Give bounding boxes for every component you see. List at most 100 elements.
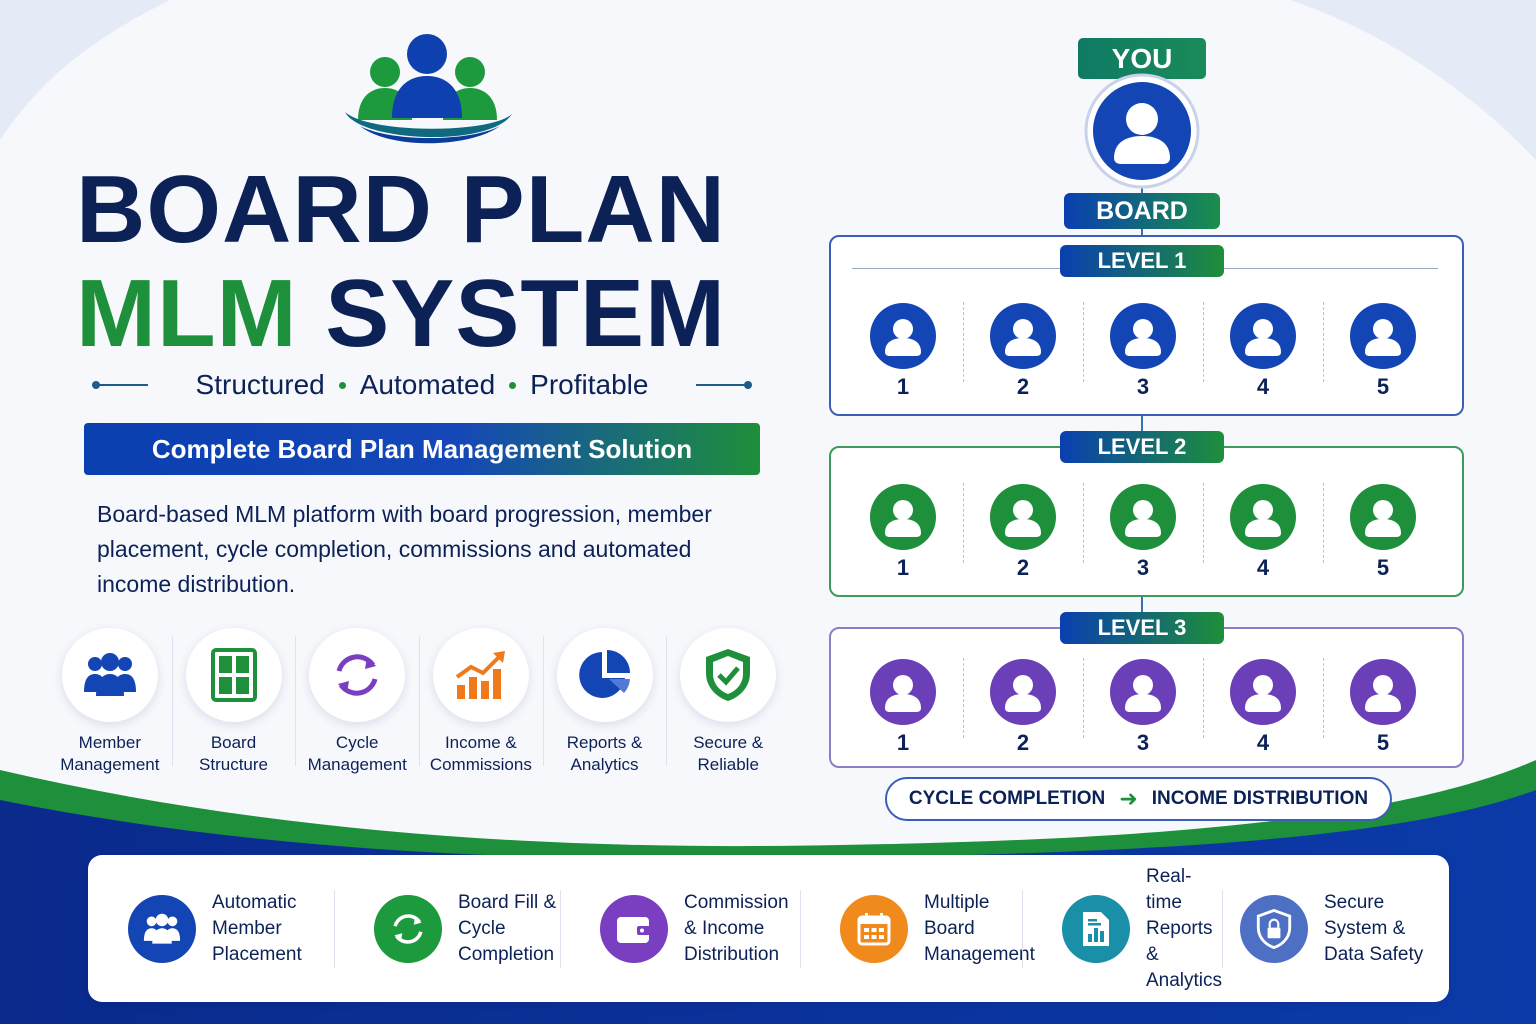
- feature-cycle-management: Cycle Management: [295, 628, 419, 776]
- member-number: 2: [1016, 730, 1030, 755]
- member-node: 1: [843, 302, 963, 402]
- member-avatar-icon: [1110, 659, 1176, 725]
- lock-shield-icon: [1256, 908, 1292, 949]
- bottom-icon-bg: [128, 894, 196, 963]
- bottom-feature-commission: Commission & Income Distribution: [560, 884, 800, 974]
- bottom-feature-placement: Automatic Member Placement: [88, 884, 334, 974]
- member-avatar-icon: [1110, 484, 1176, 550]
- member-avatar-icon: [870, 484, 936, 550]
- level-3-badge: LEVEL 3: [1060, 612, 1224, 644]
- board-badge: BOARD: [1064, 193, 1220, 229]
- connector-line: [1141, 400, 1143, 432]
- member-avatar-icon: [990, 303, 1056, 369]
- growth-chart-icon: [455, 651, 505, 699]
- member-number: 2: [1016, 374, 1030, 399]
- member-avatar-icon: [1350, 303, 1416, 369]
- member-node: 4: [1203, 483, 1323, 583]
- bottom-feature-panel: Automatic Member Placement Board Fill & …: [88, 855, 1449, 1002]
- tagline: Structured Automated Profitable: [84, 365, 760, 405]
- member-number: 2: [1016, 555, 1030, 580]
- member-avatar-icon: [870, 303, 936, 369]
- member-node: 2: [963, 658, 1083, 758]
- feature-member-management: Member Management: [48, 628, 172, 776]
- title-line-1: BOARD PLAN: [76, 156, 726, 263]
- member-node: 4: [1203, 302, 1323, 402]
- users-icon: [83, 653, 136, 696]
- member-node: 5: [1323, 483, 1443, 583]
- refresh-icon: [393, 913, 423, 944]
- member-node: 5: [1323, 658, 1443, 758]
- member-avatar-icon: [1230, 484, 1296, 550]
- member-avatar-icon: [1110, 303, 1176, 369]
- report-icon: [1083, 911, 1109, 946]
- bottom-feature-reports: Real-time Reports & Analytics: [1022, 866, 1222, 991]
- member-number: 4: [1256, 730, 1270, 755]
- member-number: 1: [896, 555, 910, 580]
- member-avatar-icon: [990, 484, 1056, 550]
- bottom-icon-bg: [1240, 894, 1308, 963]
- feature-reports-analytics: Reports & Analytics: [542, 628, 667, 776]
- feature-secure-reliable: Secure & Reliable: [666, 628, 790, 776]
- member-number: 5: [1376, 730, 1390, 755]
- member-avatar-icon: [1230, 659, 1296, 725]
- tagline-item: Profitable: [530, 369, 649, 400]
- level-3-members: 1 2 3 4 5: [843, 658, 1443, 758]
- member-node: 3: [1083, 658, 1203, 758]
- cycle-completion-label: CYCLE COMPLETION: [908, 788, 1106, 809]
- member-avatar-icon: [1350, 484, 1416, 550]
- member-avatar-icon: [870, 659, 936, 725]
- level-2-members: 1 2 3 4 5: [843, 483, 1443, 583]
- member-number: 1: [896, 374, 910, 399]
- tagline-dot: [338, 381, 346, 389]
- member-avatar-icon: [990, 659, 1056, 725]
- member-node: 4: [1203, 658, 1323, 758]
- level-2-badge: LEVEL 2: [1060, 431, 1224, 463]
- bottom-feature-secure: Secure System & Data Safety: [1222, 884, 1442, 974]
- pie-chart-icon: [578, 650, 630, 698]
- level-1-badge: LEVEL 1: [1060, 245, 1224, 277]
- bottom-icon-bg: [840, 894, 908, 963]
- income-distribution-label: INCOME DISTRIBUTION: [1151, 788, 1369, 809]
- member-number: 4: [1256, 555, 1270, 580]
- feature-income-commissions: Income & Commissions: [419, 628, 543, 776]
- level-1-members: 1 2 3 4 5: [843, 302, 1443, 402]
- bottom-feature-cycle: Board Fill & Cycle Completion: [334, 884, 560, 974]
- member-node: 3: [1083, 302, 1203, 402]
- users-icon: [143, 913, 181, 944]
- tagline-rule-right: [696, 381, 753, 389]
- feature-list: Member Management Board Structure: [48, 628, 790, 776]
- member-node: 2: [963, 483, 1083, 583]
- tagline-item: Automated: [359, 369, 496, 400]
- member-node: 1: [843, 483, 963, 583]
- cycle-flow-pill: CYCLE COMPLETION ➜ INCOME DISTRIBUTION: [885, 777, 1392, 821]
- calendar-icon: [857, 912, 891, 945]
- board-grid-icon: [210, 648, 257, 702]
- cycle-arrows-icon: [336, 654, 378, 696]
- member-number: 5: [1376, 555, 1390, 580]
- tagline-rule-left: [91, 381, 148, 389]
- member-avatar-icon: [1350, 659, 1416, 725]
- tagline-dot: [509, 381, 517, 389]
- title-line-2: MLM SYSTEM: [76, 264, 776, 364]
- title-mlm: MLM: [76, 260, 298, 367]
- you-avatar: [1084, 73, 1200, 189]
- feature-board-structure: Board Structure: [171, 628, 296, 776]
- member-number: 5: [1376, 374, 1390, 399]
- member-number: 1: [896, 730, 910, 755]
- title-system: SYSTEM: [325, 260, 726, 367]
- member-node: 1: [843, 658, 963, 758]
- shield-check-icon: [706, 649, 751, 701]
- bottom-icon-bg: [1062, 894, 1130, 963]
- bottom-icon-bg: [600, 894, 668, 963]
- member-number: 3: [1136, 730, 1150, 755]
- member-number: 4: [1256, 374, 1270, 399]
- arrow-right-icon: ➜: [1119, 786, 1138, 811]
- member-avatar-icon: [1230, 303, 1296, 369]
- description: Board-based MLM platform with board prog…: [97, 501, 712, 597]
- solution-banner: Complete Board Plan Management Solution: [84, 423, 760, 475]
- member-number: 3: [1136, 555, 1150, 580]
- member-node: 5: [1323, 302, 1443, 402]
- member-number: 3: [1136, 374, 1150, 399]
- you-badge: YOU: [1078, 38, 1206, 79]
- wallet-icon: [617, 916, 651, 943]
